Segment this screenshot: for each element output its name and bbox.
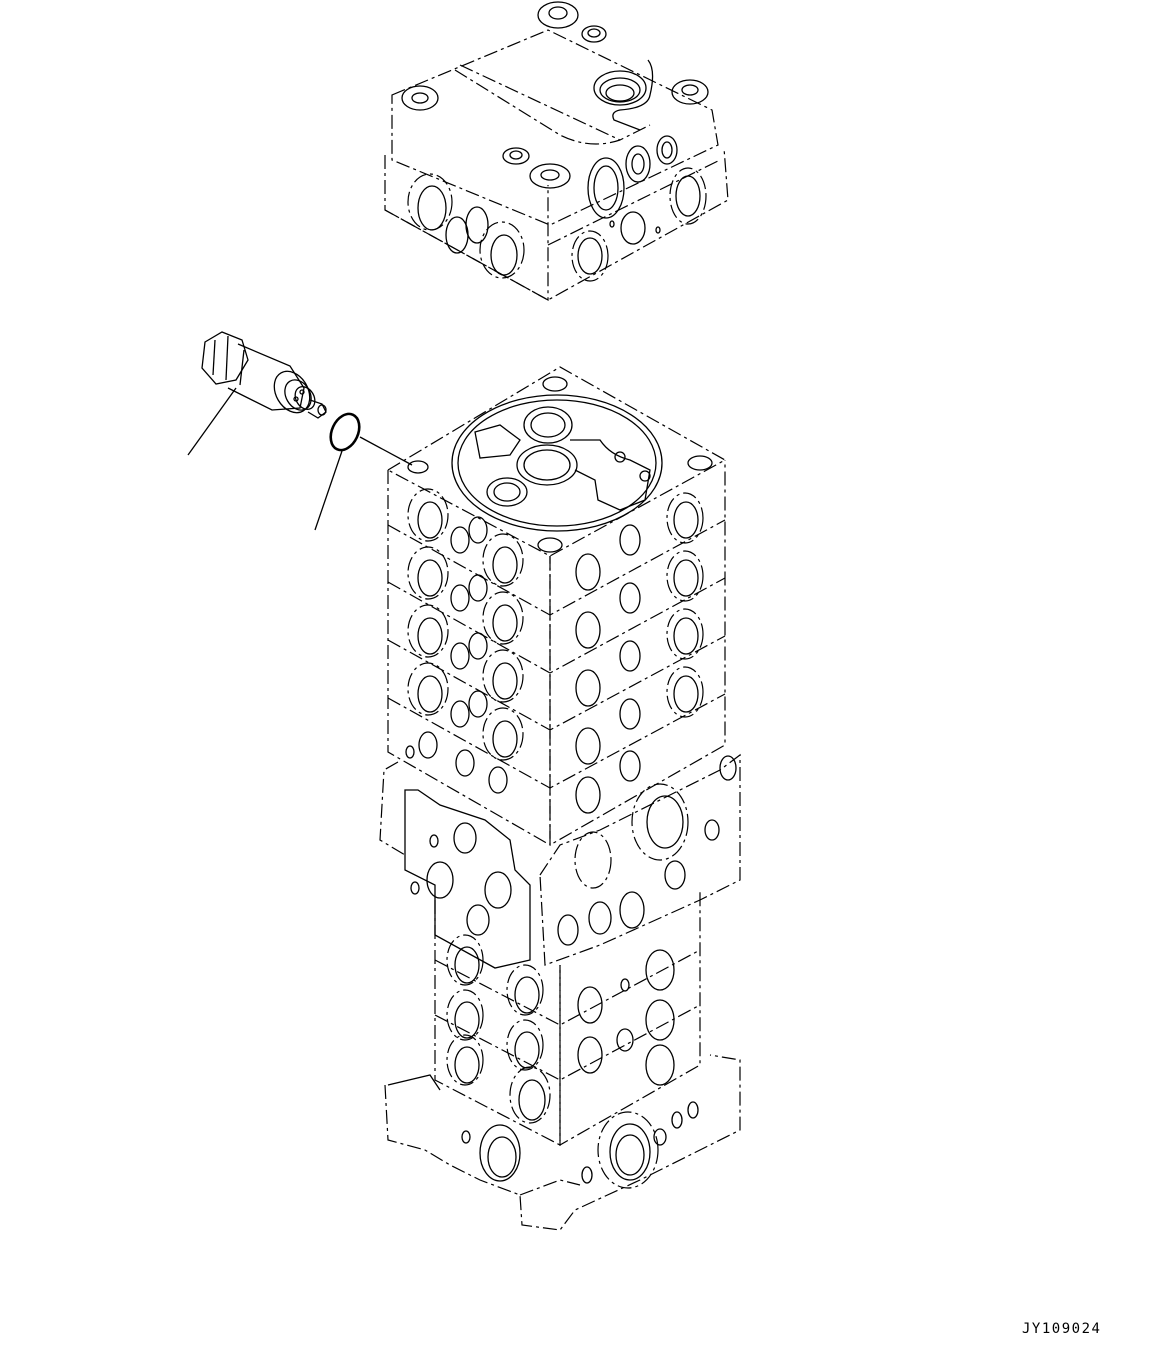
control-valve-stack xyxy=(379,366,741,1231)
leader-sensor xyxy=(187,387,237,456)
leader-lines xyxy=(187,387,413,531)
pressure-sensor xyxy=(201,331,327,419)
leader-o-ring xyxy=(314,450,343,531)
left-port-row xyxy=(405,488,524,794)
valve-end-cover-block xyxy=(384,1,729,302)
figure-id-label: JY109024 xyxy=(1022,1321,1102,1337)
o-ring xyxy=(329,412,361,452)
right-port-row xyxy=(575,492,704,814)
